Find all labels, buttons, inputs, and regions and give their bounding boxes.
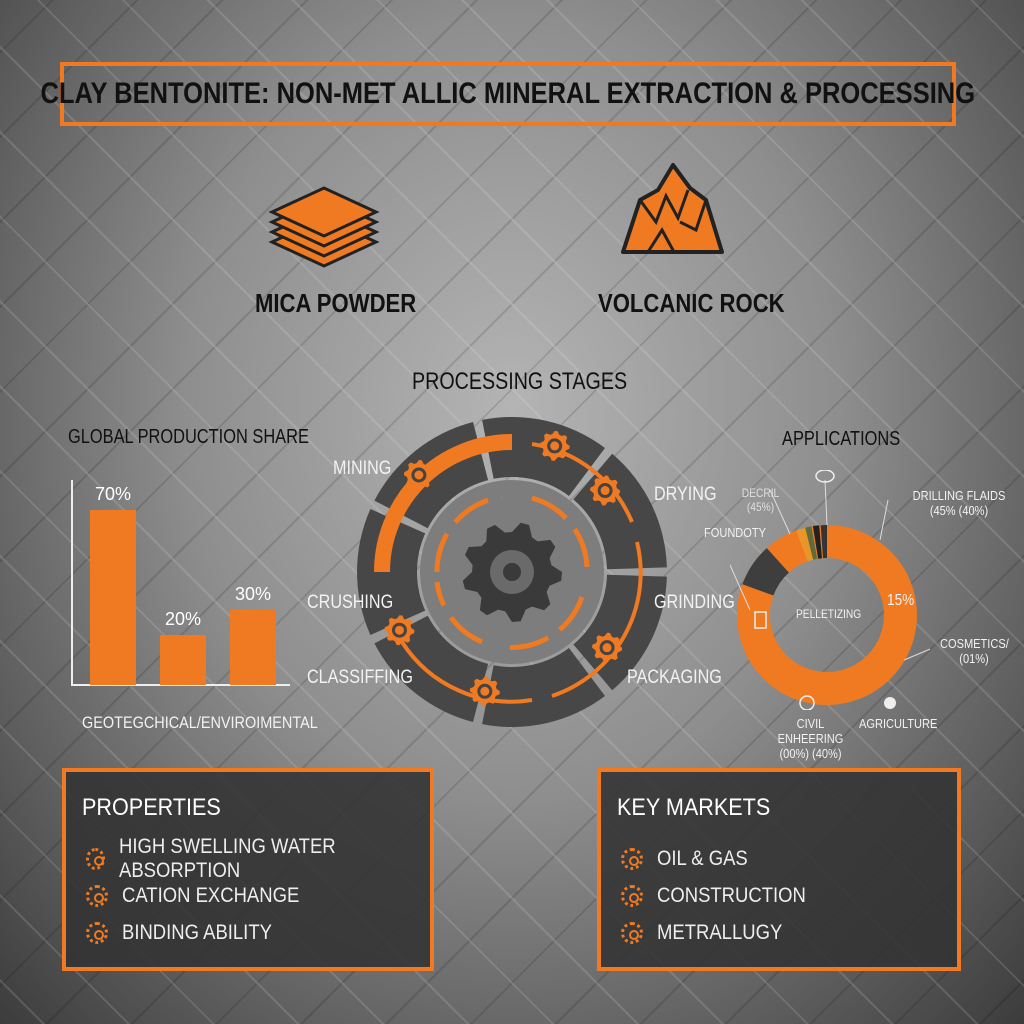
donut-title: APPLICATIONS: [782, 428, 901, 450]
stage-gear-hub: [391, 622, 407, 638]
gear-icon: [621, 884, 643, 907]
stage-gear-hub: [477, 683, 493, 699]
bar: [230, 610, 276, 685]
stage-grinding: GRINDING: [654, 592, 735, 613]
property-item: HIGH SWELLING WATER ABSORPTION: [86, 835, 430, 882]
gear-icon: [86, 921, 108, 944]
label-foundry: FOUNDOTY: [704, 525, 767, 540]
stage-gear-icon: [384, 615, 415, 646]
donut-slice: [805, 526, 818, 560]
gear-icon: [86, 847, 105, 870]
stage-packaging: PACKAGING: [627, 667, 722, 688]
market-item: METRALLUGY: [621, 914, 957, 951]
leader-line: [730, 479, 889, 611]
label-agriculture: AGRICULTURE: [859, 716, 938, 731]
leader-line: [903, 648, 930, 661]
gear-icon: [621, 847, 643, 870]
wheel-segment: [482, 416, 605, 496]
bar-chart: 70% 20% 30%: [71, 480, 290, 686]
processing-title: PROCESSING STAGES: [412, 368, 628, 395]
cloud-icon: [815, 470, 835, 483]
donut-center-label: PELLETIZING: [796, 607, 862, 621]
market-label: OIL & GAS: [657, 846, 748, 870]
market-item: CONSTRUCTION: [621, 877, 957, 914]
processing-wheel: [357, 416, 667, 728]
donut-slice: [812, 525, 822, 559]
stage-drying: DRYING: [654, 484, 717, 505]
property-item: BINDING ABILITY: [86, 914, 430, 951]
title-banner: CLAY BENTONITE: NON-MET ALLIC MINERAL EX…: [41, 62, 975, 126]
donut-inner-label: 15%: [887, 592, 915, 609]
label-cosmetics: COSMETICS/ (01%): [940, 636, 1009, 666]
center-gear-axle: [503, 563, 521, 581]
page-title: CLAY BENTONITE: NON-MET ALLIC MINERAL EX…: [40, 77, 976, 110]
exchange-icon: [86, 884, 108, 907]
bar: [90, 510, 136, 685]
market-item: OIL & GAS: [621, 840, 957, 877]
bar: [160, 635, 206, 685]
bar-axis: [71, 480, 290, 686]
wheel-segment: [357, 509, 426, 635]
label-civil-engineering: CIVIL ENHEERING (00%) (40%): [777, 716, 844, 761]
stage-gear-icon: [403, 460, 434, 490]
stage-gear-icon: [592, 632, 623, 663]
volcanic-rock-icon: [621, 163, 724, 254]
stage-gear-hub: [599, 640, 615, 656]
bar-chart-xlabel: GEOTEGCHICAL/ENVIROIMENTAL: [82, 713, 318, 732]
stage-crushing: CRUSHING: [307, 592, 394, 613]
mountain-icon: [799, 695, 815, 710]
stage-gear-icon: [590, 475, 621, 506]
stage-gear-icon: [539, 430, 570, 461]
label-decril: DECRIL (45%): [741, 486, 780, 514]
donut-slice: [742, 548, 789, 596]
label-drilling-fluids: DRILLING FLAIDS (45% (40%): [912, 488, 1006, 518]
globe-icon: [884, 697, 896, 709]
donut-slice: [796, 527, 814, 562]
bar-chart-title: GLOBAL PRODUCTION SHARE: [68, 426, 309, 448]
bar-data-label: 20%: [165, 609, 201, 629]
market-label: METRALLUGY: [657, 920, 783, 944]
gear-icon: [621, 921, 643, 944]
stacked-layers-icon: [268, 186, 380, 268]
stage-mining: MINING: [333, 458, 392, 479]
properties-panel: PROPERTIES HIGH SWELLING WATER ABSORPTIO…: [62, 768, 434, 971]
stage-gear-icon: [469, 676, 500, 707]
key-markets-panel: KEY MARKETS OIL & GAS CONSTRUCTION METRA…: [597, 768, 961, 971]
market-label: CONSTRUCTION: [657, 883, 806, 907]
property-label: BINDING ABILITY: [122, 920, 272, 944]
bottle-icon: [754, 611, 767, 629]
bar-data-label: 30%: [235, 584, 271, 604]
stage-classiffing: CLASSIFFING: [307, 667, 413, 688]
stage-gear-hub: [547, 438, 563, 454]
donut-slice: [820, 524, 827, 559]
properties-title: PROPERTIES: [82, 794, 221, 821]
stage-gear-hub: [411, 467, 427, 483]
wheel-segment: [482, 648, 605, 728]
property-label: HIGH SWELLING WATER ABSORPTION: [118, 834, 336, 882]
stage-gear-hub: [597, 483, 613, 499]
bar-data-label: 70%: [95, 484, 131, 504]
inner-flow-arrow: [434, 494, 590, 651]
property-item: CATION EXCHANGE: [86, 877, 430, 914]
markets-title: KEY MARKETS: [617, 794, 771, 821]
applications-donut: [730, 470, 930, 710]
volcanic-rock-label: VOLCANIC ROCK: [598, 288, 785, 318]
property-label: CATION EXCHANGE: [122, 883, 300, 907]
wheel-segment: [573, 574, 667, 691]
mica-powder-label: MICA POWDER: [255, 288, 417, 318]
